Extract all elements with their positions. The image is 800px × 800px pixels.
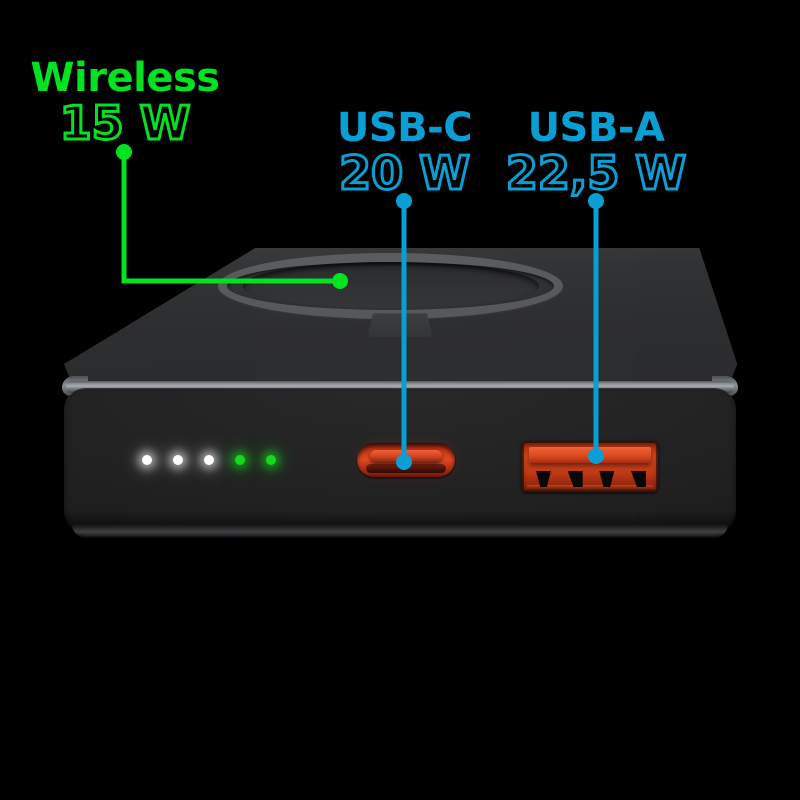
- usb-a-tongue: [529, 447, 651, 463]
- usb-a-contact-4: [630, 471, 646, 487]
- usb-a-contact-2: [567, 471, 583, 487]
- usb-a-contact-3: [599, 471, 615, 487]
- led-indicator-2: [173, 455, 183, 465]
- callout-usb-c-value: 20 W: [338, 146, 472, 200]
- device-bottom-edge: [72, 524, 728, 538]
- led-indicator-5: [266, 455, 276, 465]
- callout-wireless: Wireless 15 W: [20, 55, 230, 150]
- wireless-charging-coil-ring: [218, 253, 563, 319]
- usb-c-tongue: [370, 450, 442, 462]
- usb-a-port: [522, 441, 658, 492]
- led-indicator-3: [204, 455, 214, 465]
- led-indicator-1: [142, 455, 152, 465]
- callout-wireless-value: 15 W: [58, 96, 192, 150]
- usb-c-cavity: [366, 464, 446, 473]
- callout-usb-c-title: USB-C: [336, 105, 473, 151]
- usb-c-port: [357, 443, 455, 477]
- battery-level-indicator: [142, 455, 276, 465]
- callout-usb-c: USB-C 20 W: [312, 105, 497, 200]
- callout-wireless-title: Wireless: [30, 55, 220, 101]
- top-surface-pad: [368, 313, 432, 337]
- callout-usb-a: USB-A 22,5 W: [498, 105, 694, 200]
- usb-a-contact-1: [536, 471, 551, 487]
- callout-usb-a-title: USB-A: [527, 105, 665, 151]
- usb-a-contacts: [536, 471, 646, 487]
- usb-a-cavity-floor: [527, 485, 653, 490]
- led-indicator-4: [235, 455, 245, 465]
- callout-usb-a-value: 22,5 W: [504, 146, 687, 200]
